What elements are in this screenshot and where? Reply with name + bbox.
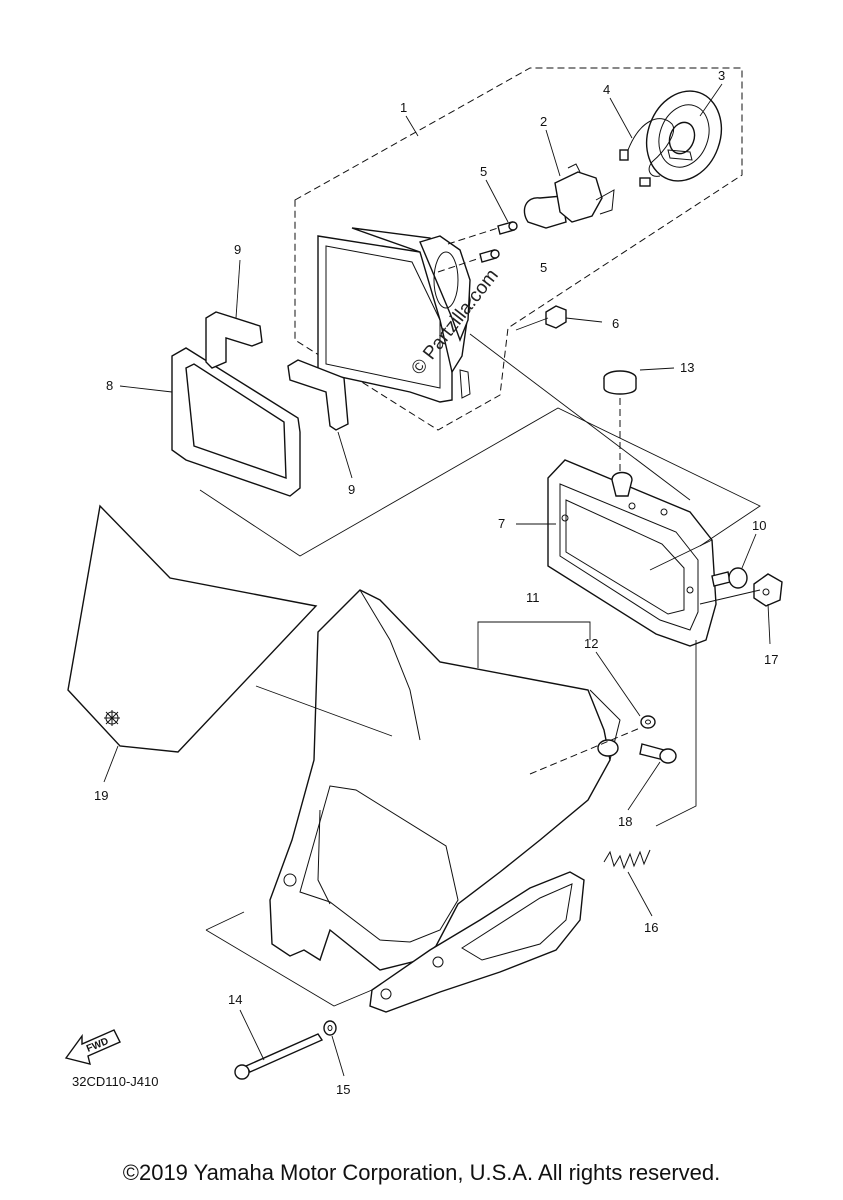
callout-7: 7 <box>498 516 505 531</box>
callout-16: 16 <box>644 920 658 935</box>
clip-17[interactable] <box>753 573 783 607</box>
cowl-extension[interactable] <box>369 871 585 1013</box>
callout-5: 5 <box>480 164 487 179</box>
callout-13: 13 <box>680 360 694 375</box>
headlight-bracket[interactable] <box>547 459 717 647</box>
screw-5b[interactable] <box>479 249 500 263</box>
grommet-13[interactable] <box>603 370 637 395</box>
spring-16[interactable] <box>603 849 651 870</box>
callout-19: 19 <box>94 788 108 803</box>
copyright-notice: ©2019 Yamaha Motor Corporation, U.S.A. A… <box>122 1160 721 1185</box>
callout-10: 10 <box>752 518 766 533</box>
bolt-14[interactable] <box>234 1033 324 1080</box>
callout-8: 8 <box>106 378 113 393</box>
bolt-18[interactable] <box>639 743 677 764</box>
callout-5b: 5 <box>540 260 547 275</box>
guide-vertical <box>655 640 697 827</box>
callout-12: 12 <box>584 636 598 651</box>
seal-8[interactable] <box>171 347 301 497</box>
callout-17: 17 <box>764 652 778 667</box>
callout-6: 6 <box>612 316 619 331</box>
callout-9b: 9 <box>348 482 355 497</box>
guide-bracket-bolt <box>649 539 761 605</box>
callout-18: 18 <box>618 814 632 829</box>
bulb[interactable] <box>523 163 615 229</box>
wire-lead[interactable] <box>619 118 674 187</box>
nut-6[interactable] <box>545 305 567 329</box>
guide-11-bracket <box>477 621 591 668</box>
washer-15[interactable] <box>323 1020 337 1036</box>
guide-screw-dash <box>437 227 499 273</box>
washer-12[interactable] <box>640 715 656 729</box>
callout-14: 14 <box>228 992 242 1007</box>
headlight-cowl[interactable] <box>269 589 621 971</box>
parts-diagram: 1 2 3 4 5 5 6 7 8 9 9 10 11 12 13 14 15 … <box>64 67 783 1097</box>
diagram-code: 32CD110-J410 <box>72 1074 158 1089</box>
headlight-unit[interactable] <box>317 227 471 403</box>
fwd-arrow-icon: FWD <box>64 1029 121 1065</box>
callout-9: 9 <box>234 242 241 257</box>
callout-11: 11 <box>526 590 540 605</box>
guide-nut <box>515 317 549 331</box>
screw-5a[interactable] <box>497 221 518 235</box>
socket-cover[interactable] <box>634 80 733 191</box>
damper-9b[interactable] <box>287 359 349 431</box>
callout-4: 4 <box>603 82 610 97</box>
guide-lower <box>205 911 373 1007</box>
guide-seal-group <box>199 407 761 557</box>
callout-2: 2 <box>540 114 547 129</box>
callout-15: 15 <box>336 1082 350 1097</box>
bolt-10[interactable] <box>711 567 748 589</box>
callout-3: 3 <box>718 68 725 83</box>
callout-1: 1 <box>400 100 407 115</box>
guide-headlight-bracket <box>469 333 691 501</box>
damper-9a[interactable] <box>205 311 263 369</box>
guide-cowl-dash <box>529 727 641 775</box>
windscreen-19[interactable] <box>67 504 318 753</box>
guide-windscreen <box>255 685 393 737</box>
